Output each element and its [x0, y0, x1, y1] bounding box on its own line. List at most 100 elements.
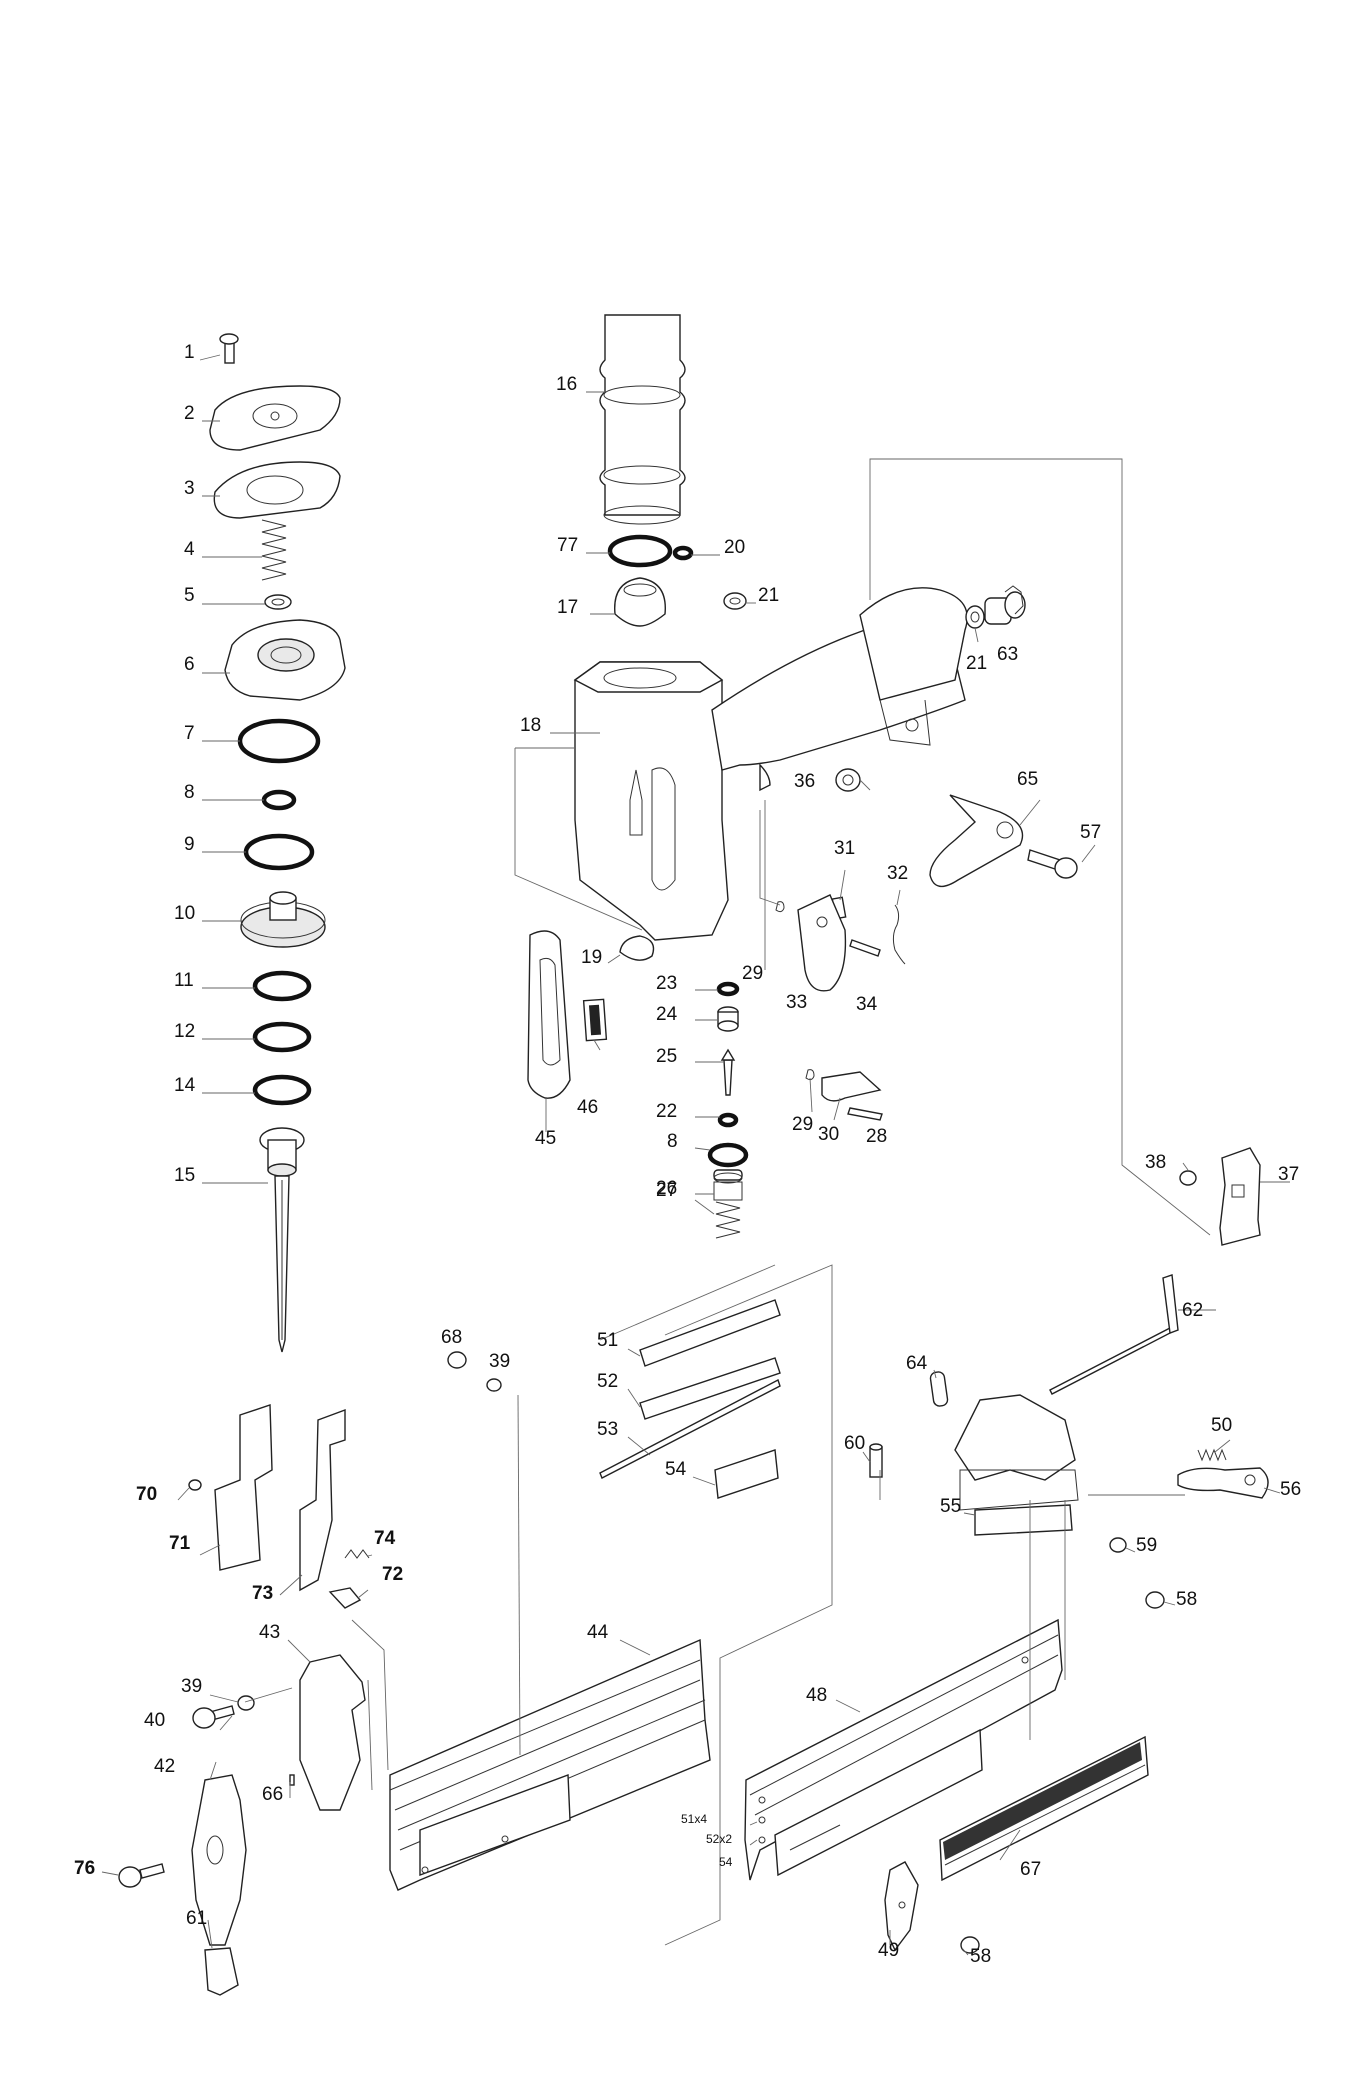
part-callout-52x2: 52x2	[706, 1832, 732, 1846]
part-29-pin-b	[805, 1069, 815, 1081]
part-callout-28: 28	[866, 1126, 887, 1147]
part-callout-30: 30	[818, 1124, 839, 1145]
part-callout-76: 76	[74, 1858, 95, 1879]
part-59-washer	[1109, 1537, 1127, 1553]
part-callout-39b: 39	[181, 1676, 202, 1697]
part-callout-23: 23	[656, 973, 677, 994]
part-16-cylinder	[599, 314, 686, 525]
part-callout-10: 10	[174, 903, 195, 924]
part-callout-58b: 58	[970, 1946, 991, 1967]
part-callout-19: 19	[581, 947, 602, 968]
part-27-spring	[715, 1201, 741, 1239]
part-15-driver-blade	[259, 1127, 305, 1353]
part-68-screw	[447, 1351, 467, 1369]
part-28-pin	[847, 1107, 883, 1121]
part-callout-60: 60	[844, 1433, 865, 1454]
part-callout-29b: 29	[792, 1114, 813, 1135]
part-callout-74: 74	[374, 1528, 396, 1549]
part-77-o-ring	[607, 534, 673, 568]
part-callout-67: 67	[1020, 1859, 1041, 1880]
part-callout-25: 25	[656, 1046, 677, 1067]
part-callout-15: 15	[174, 1165, 195, 1186]
part-callout-61: 61	[186, 1908, 207, 1929]
part-56-latch	[1177, 1467, 1269, 1499]
part-9-o-ring	[243, 833, 315, 871]
part-45-grip-plate	[527, 930, 571, 1099]
part-callout-22: 22	[656, 1101, 677, 1122]
part-callout-4: 4	[184, 539, 195, 560]
part-callout-38: 38	[1145, 1152, 1166, 1173]
part-callout-3: 3	[184, 478, 195, 499]
part-callout-27: 27	[656, 1180, 677, 1201]
part-callout-14: 14	[174, 1075, 196, 1096]
part-callout-26: 26	[656, 1178, 677, 1199]
part-callout-63: 63	[997, 644, 1018, 665]
part-26-valve-sleeve	[713, 1169, 743, 1201]
part-callout-6: 6	[184, 654, 195, 675]
part-32-spring-clip	[892, 904, 906, 965]
part-38-screw	[1179, 1170, 1197, 1186]
part-callout-48: 48	[806, 1685, 827, 1706]
part-23-o-ring	[716, 981, 740, 997]
part-71-plate	[214, 1404, 273, 1571]
part-61-tip	[204, 1947, 239, 1996]
part-callout-24: 24	[656, 1004, 678, 1025]
part-37-bracket	[1219, 1147, 1261, 1246]
part-callout-11: 11	[174, 970, 194, 991]
part-18-body	[573, 587, 968, 941]
part-callout-42: 42	[154, 1756, 175, 1777]
part-callout-70: 70	[136, 1484, 157, 1505]
part-48-magazine-cover	[744, 1618, 1063, 1881]
part-callout-37: 37	[1278, 1164, 1299, 1185]
part-callout-57: 57	[1080, 822, 1101, 843]
part-callout-73: 73	[252, 1583, 273, 1604]
part-64-cap	[929, 1371, 949, 1407]
part-callout-45: 45	[535, 1128, 556, 1149]
part-60-spacer	[869, 1443, 883, 1478]
part-callout-64: 64	[906, 1353, 928, 1374]
part-73-plate	[299, 1408, 346, 1592]
part-callout-68: 68	[441, 1327, 462, 1348]
part-2-exhaust-cover	[209, 385, 341, 451]
part-callout-55: 55	[940, 1496, 961, 1517]
part-14-ring	[252, 1074, 312, 1106]
part-callout-8b: 8	[667, 1131, 678, 1152]
part-callout-8a: 8	[184, 782, 195, 803]
part-callout-66: 66	[262, 1784, 283, 1805]
part-callout-20: 20	[724, 537, 745, 558]
part-callout-31: 31	[834, 838, 855, 859]
part-callout-40: 40	[144, 1710, 165, 1731]
part-callout-21a: 21	[758, 585, 779, 606]
part-8-o-ring-b	[707, 1142, 749, 1168]
part-33-trigger-link	[797, 894, 847, 992]
part-57-bolt	[1027, 849, 1078, 879]
part-callout-12: 12	[174, 1021, 195, 1042]
part-11-ring	[252, 970, 312, 1002]
part-callout-53: 53	[597, 1419, 618, 1440]
part-callout-56: 56	[1280, 1479, 1301, 1500]
assembly-lines	[244, 458, 1211, 1946]
part-63-air-plug	[984, 585, 1026, 625]
part-49-latch-plate	[884, 1861, 919, 1952]
part-1-screw	[219, 333, 239, 364]
part-callout-50: 50	[1211, 1415, 1232, 1436]
part-46-label	[582, 998, 608, 1042]
part-70-screw	[188, 1479, 202, 1491]
part-callout-44: 44	[587, 1622, 609, 1643]
part-5-washer	[264, 594, 292, 610]
part-76-bolt	[118, 1863, 165, 1888]
part-39-washer-b	[237, 1695, 255, 1711]
part-62-rod	[1049, 1274, 1179, 1395]
part-25-valve-stem	[720, 1048, 736, 1096]
part-callout-54b: 54	[719, 1855, 733, 1869]
part-39-washer-a	[486, 1378, 502, 1392]
part-callout-52: 52	[597, 1371, 618, 1392]
part-callout-18: 18	[520, 715, 541, 736]
part-callout-59: 59	[1136, 1535, 1157, 1556]
part-callout-36: 36	[794, 771, 815, 792]
part-4-spring	[261, 519, 287, 581]
part-callout-7: 7	[184, 723, 195, 744]
part-22-o-ring	[717, 1112, 739, 1128]
